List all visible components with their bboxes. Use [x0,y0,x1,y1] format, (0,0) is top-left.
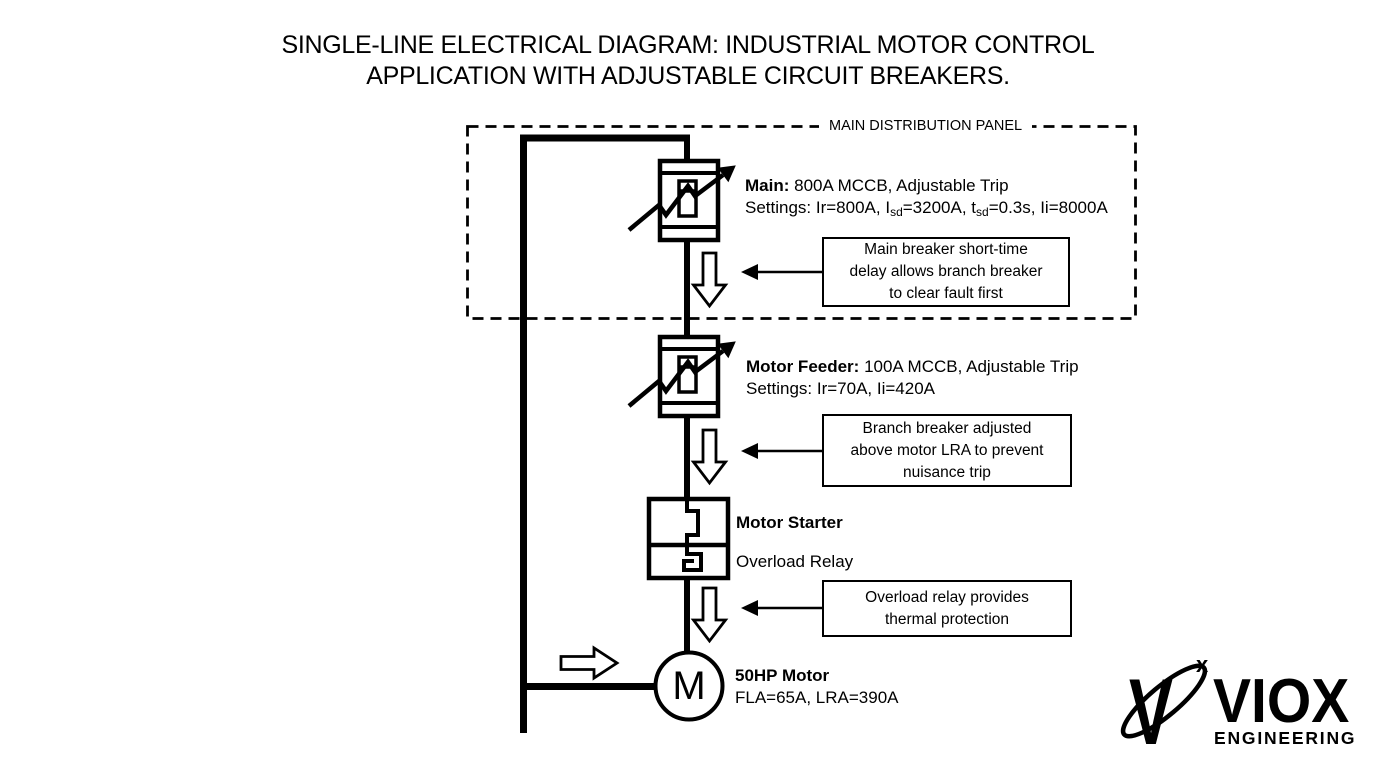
main-breaker-label-line1: Main: 800A MCCB, Adjustable Trip [745,175,1108,197]
note-main-line1: Main breaker short-time [864,241,1028,258]
main-breaker-symbol [629,161,736,240]
note-overload-line1: Overload relay provides [865,588,1029,606]
main-breaker-spec: 800A MCCB, Adjustable Trip [789,176,1009,195]
note-branch-line3: nuisance trip [903,463,991,481]
motor-name: 50HP Motor [735,666,830,685]
flow-arrow-down-2 [692,428,727,485]
feeder-breaker-name: Motor Feeder: [746,357,860,376]
note-arrow-1 [741,264,822,280]
note-arrow-3 [741,600,822,616]
note-branch-breaker: Branch breaker adjusted above motor LRA … [822,414,1072,487]
bus-and-conductors [520,134,690,733]
feeder-breaker-settings: Settings: Ir=70A, Ii=420A [746,379,936,398]
motor-spec: FLA=65A, LRA=390A [735,688,899,707]
motor-letter: M [672,664,706,708]
main-breaker-settings-seg2: =3200A, t [902,198,977,217]
motor-label: 50HP Motor FLA=65A, LRA=390A [735,665,899,709]
panel-label: MAIN DISTRIBUTION PANEL [819,116,1033,137]
overload-relay-label: Overload Relay [736,552,854,571]
note-arrow-2 [741,443,822,459]
main-breaker-name: Main: [745,176,790,195]
motor-starter-label: Motor Starter [736,513,843,532]
diagram-title: SINGLE-LINE ELECTRICAL DIAGRAM: INDUSTRI… [0,30,1376,92]
main-breaker-settings-sub1: sd [890,205,903,219]
note-main-line3: to clear fault first [889,285,1003,302]
motor-starter-symbol [646,496,731,581]
main-breaker-settings-seg1: Settings: Ir=800A, I [745,198,891,217]
feeder-breaker-spec: 100A MCCB, Adjustable Trip [859,357,1079,376]
note-main-line2: delay allows branch breaker [849,263,1043,280]
logo-v-mark: V [1129,659,1173,764]
logo-x-mark: x [1196,652,1209,677]
main-breaker-settings-seg3: =0.3s, Ii=8000A [988,198,1108,217]
note-branch-line1: Branch breaker adjusted [862,419,1032,437]
feeder-breaker-label-line1: Motor Feeder: 100A MCCB, Adjustable Trip [746,356,1079,378]
diagram-title-line1: SINGLE-LINE ELECTRICAL DIAGRAM: INDUSTRI… [281,31,1095,59]
feeder-breaker-label: Motor Feeder: 100A MCCB, Adjustable Trip… [746,356,1079,400]
flow-arrow-down-3 [692,586,727,643]
motor-symbol [653,650,725,722]
main-breaker-settings-sub2: sd [976,205,989,219]
note-overload-line2: thermal protection [884,610,1010,628]
main-breaker-settings: Settings: Ir=800A, Isd=3200A, tsd=0.3s, … [745,197,1108,223]
main-distribution-panel-boundary [466,125,1137,320]
flow-arrow-down-1 [692,251,727,308]
logo-swoosh [1120,663,1208,739]
note-main-breaker: Main breaker short-time delay allows bra… [822,237,1070,307]
note-branch-line2: above motor LRA to prevent [850,441,1044,459]
diagram-title-line2: APPLICATION WITH ADJUSTABLE CIRCUIT BREA… [366,62,1010,90]
logo-subtitle: ENGINEERING [1214,728,1357,748]
feeder-breaker-symbol [629,337,736,416]
note-overload-relay: Overload relay provides thermal protecti… [822,580,1072,637]
logo-wordmark: VIOX [1213,667,1350,736]
flow-arrow-right [559,645,620,681]
main-breaker-label: Main: 800A MCCB, Adjustable Trip Setting… [745,175,1108,223]
